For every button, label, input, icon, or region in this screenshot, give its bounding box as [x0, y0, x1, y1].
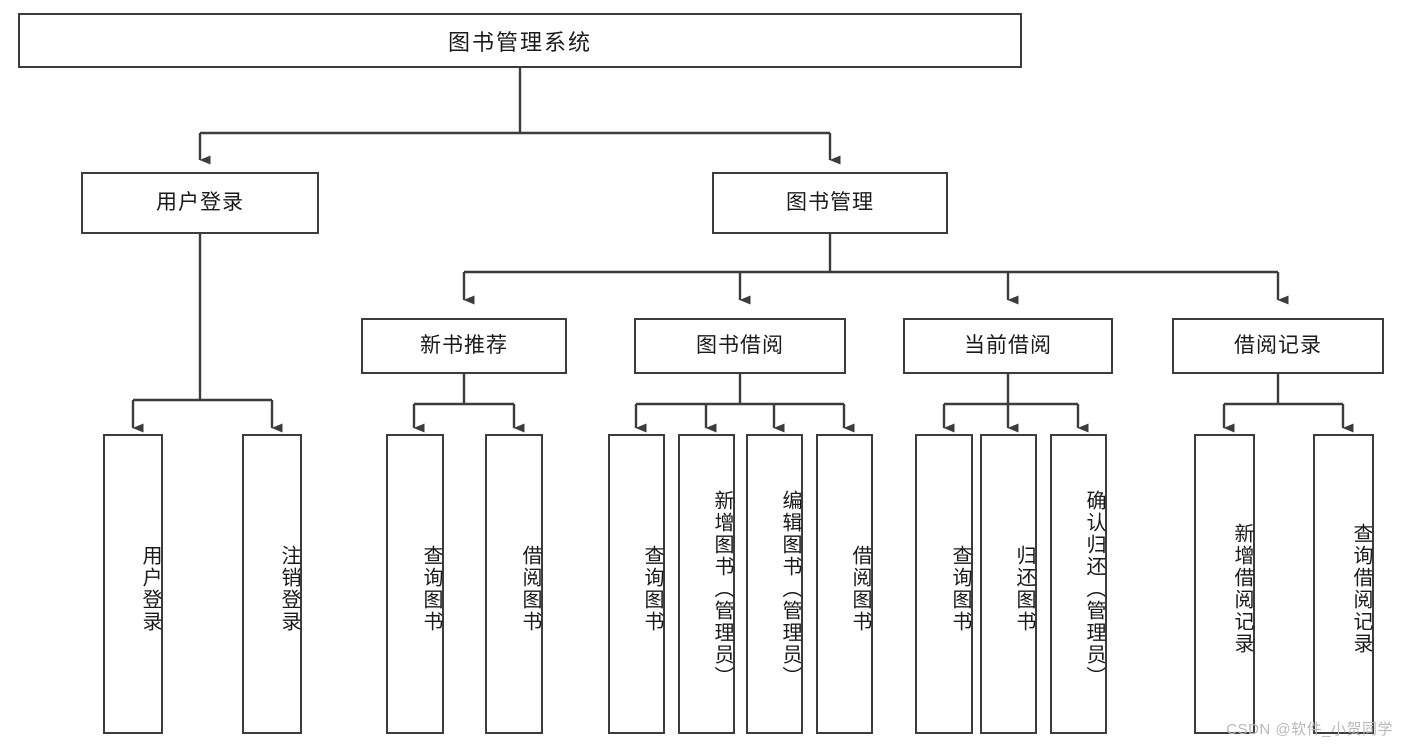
leaf-query-book-recommend-label: 查询图书: [420, 545, 442, 633]
leaf-borrow-book-label: 借阅图书: [849, 545, 871, 633]
node-new-book-recommend[interactable]: 新书推荐: [361, 318, 567, 374]
node-user-login-label: 用户登录: [156, 191, 244, 215]
leaf-logout-label: 注销登录: [278, 545, 300, 633]
leaf-query-borrow-record[interactable]: 查询借阅记录: [1313, 434, 1374, 734]
node-root-label: 图书管理系统: [447, 29, 592, 55]
node-book-borrow[interactable]: 图书借阅: [634, 318, 846, 374]
node-book-borrow-label: 图书借阅: [696, 334, 784, 358]
leaf-user-login-label: 用户登录: [139, 545, 161, 633]
leaf-edit-book-admin-label: 编辑图书（管理员）: [779, 490, 801, 688]
leaf-query-book-current[interactable]: 查询图书: [915, 434, 973, 734]
leaf-confirm-return-admin-label: 确认归还（管理员）: [1083, 490, 1105, 688]
leaf-borrow-book-recommend-label: 借阅图书: [519, 545, 541, 633]
leaf-add-book-admin[interactable]: 新增图书（管理员）: [678, 434, 735, 734]
node-borrow-record[interactable]: 借阅记录: [1172, 318, 1384, 374]
leaf-query-book-borrow[interactable]: 查询图书: [608, 434, 665, 734]
node-user-login[interactable]: 用户登录: [81, 172, 319, 234]
leaf-add-borrow-record-label: 新增借阅记录: [1231, 523, 1253, 655]
node-book-management-label: 图书管理: [786, 191, 874, 215]
leaf-edit-book-admin[interactable]: 编辑图书（管理员）: [746, 434, 803, 734]
leaf-borrow-book-recommend[interactable]: 借阅图书: [485, 434, 543, 734]
node-new-book-recommend-label: 新书推荐: [420, 334, 508, 358]
leaf-query-borrow-record-label: 查询借阅记录: [1350, 523, 1372, 655]
node-borrow-record-label: 借阅记录: [1234, 334, 1322, 358]
leaf-query-book-current-label: 查询图书: [949, 545, 971, 633]
leaf-return-book-label: 归还图书: [1013, 545, 1035, 633]
leaf-query-book-borrow-label: 查询图书: [641, 545, 663, 633]
leaf-borrow-book[interactable]: 借阅图书: [816, 434, 873, 734]
leaf-logout[interactable]: 注销登录: [242, 434, 302, 734]
leaf-user-login[interactable]: 用户登录: [103, 434, 163, 734]
node-current-borrow-label: 当前借阅: [964, 334, 1052, 358]
leaf-return-book[interactable]: 归还图书: [980, 434, 1037, 734]
leaf-query-book-recommend[interactable]: 查询图书: [386, 434, 444, 734]
leaf-add-book-admin-label: 新增图书（管理员）: [711, 490, 733, 688]
node-book-management[interactable]: 图书管理: [712, 172, 948, 234]
node-current-borrow[interactable]: 当前借阅: [903, 318, 1113, 374]
node-root[interactable]: 图书管理系统: [18, 13, 1022, 68]
leaf-add-borrow-record[interactable]: 新增借阅记录: [1194, 434, 1255, 734]
leaf-confirm-return-admin[interactable]: 确认归还（管理员）: [1050, 434, 1107, 734]
